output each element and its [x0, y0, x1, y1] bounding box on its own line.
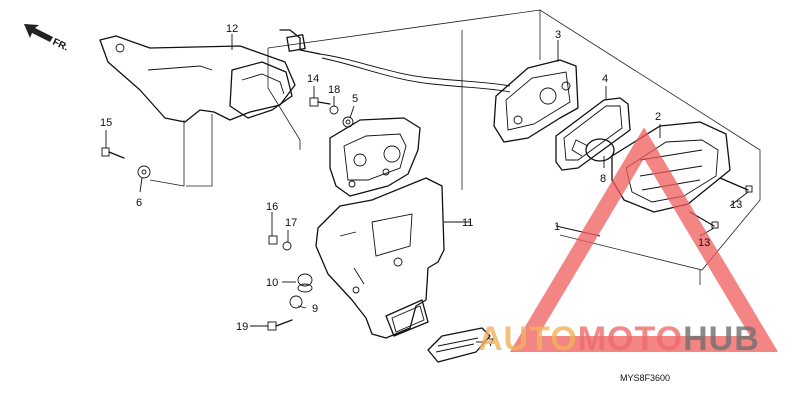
wire-harness	[279, 29, 511, 93]
callout-18: 18	[328, 84, 340, 96]
watermark-triangle-logo	[509, 127, 779, 352]
lens-gasket	[555, 97, 631, 171]
bolt-15	[101, 147, 125, 159]
license-plate-bracket	[315, 177, 445, 339]
watermark-auto: AUTO	[478, 320, 578, 358]
callout-3: 3	[555, 29, 561, 41]
callout-9: 9	[312, 303, 318, 315]
callout-11: 11	[462, 217, 473, 229]
grommet-10	[297, 273, 313, 293]
screw-13a	[719, 177, 753, 193]
callout-17: 17	[285, 217, 297, 229]
watermark-wordmark: AUTOMOTOHUB	[478, 320, 760, 358]
rear-reflector	[427, 327, 491, 363]
callout-8: 8	[600, 173, 606, 185]
callout-13-upper: 13	[730, 199, 742, 211]
callout-19: 19	[236, 321, 248, 333]
callout-15: 15	[100, 117, 112, 129]
callout-7: 7	[488, 337, 494, 349]
collar-9	[289, 295, 303, 309]
front-direction-arrow-icon: FR.	[24, 24, 70, 54]
callout-14: 14	[307, 73, 319, 85]
license-light-housing	[329, 117, 421, 197]
nut-16	[268, 235, 278, 245]
callout-4: 4	[602, 73, 608, 85]
nut-6	[137, 165, 151, 179]
svg-text:AUTOMOTOHUB: AUTOMOTOHUB	[478, 320, 760, 358]
bolt-19	[267, 319, 293, 331]
tail-light-assembly-outline	[267, 9, 761, 285]
callout-6: 6	[136, 197, 142, 209]
washer-17	[282, 241, 292, 251]
callout-10: 10	[266, 277, 278, 289]
watermark-hub: HUB	[683, 320, 760, 358]
callout-2: 2	[655, 111, 661, 123]
collar-5	[342, 116, 354, 128]
callout-12: 12	[226, 23, 238, 35]
callout-1: 1	[554, 221, 560, 233]
rear-fender-bracket	[99, 35, 296, 187]
diagram-code: MYS8F3600	[620, 373, 670, 383]
callout-numbers: 1 2 3 4 5 6 7 8 9 10 11 12 13 13 14 15 1…	[100, 23, 742, 349]
bolt-14	[309, 97, 331, 107]
callout-5: 5	[352, 93, 358, 105]
washer-18	[329, 105, 339, 115]
callout-16: 16	[266, 201, 278, 213]
front-direction-label: FR.	[51, 37, 70, 54]
bulb	[571, 138, 615, 162]
callout-13-lower: 13	[698, 237, 710, 249]
taillight-base	[493, 59, 579, 143]
watermark-moto: MOTO	[578, 320, 683, 358]
